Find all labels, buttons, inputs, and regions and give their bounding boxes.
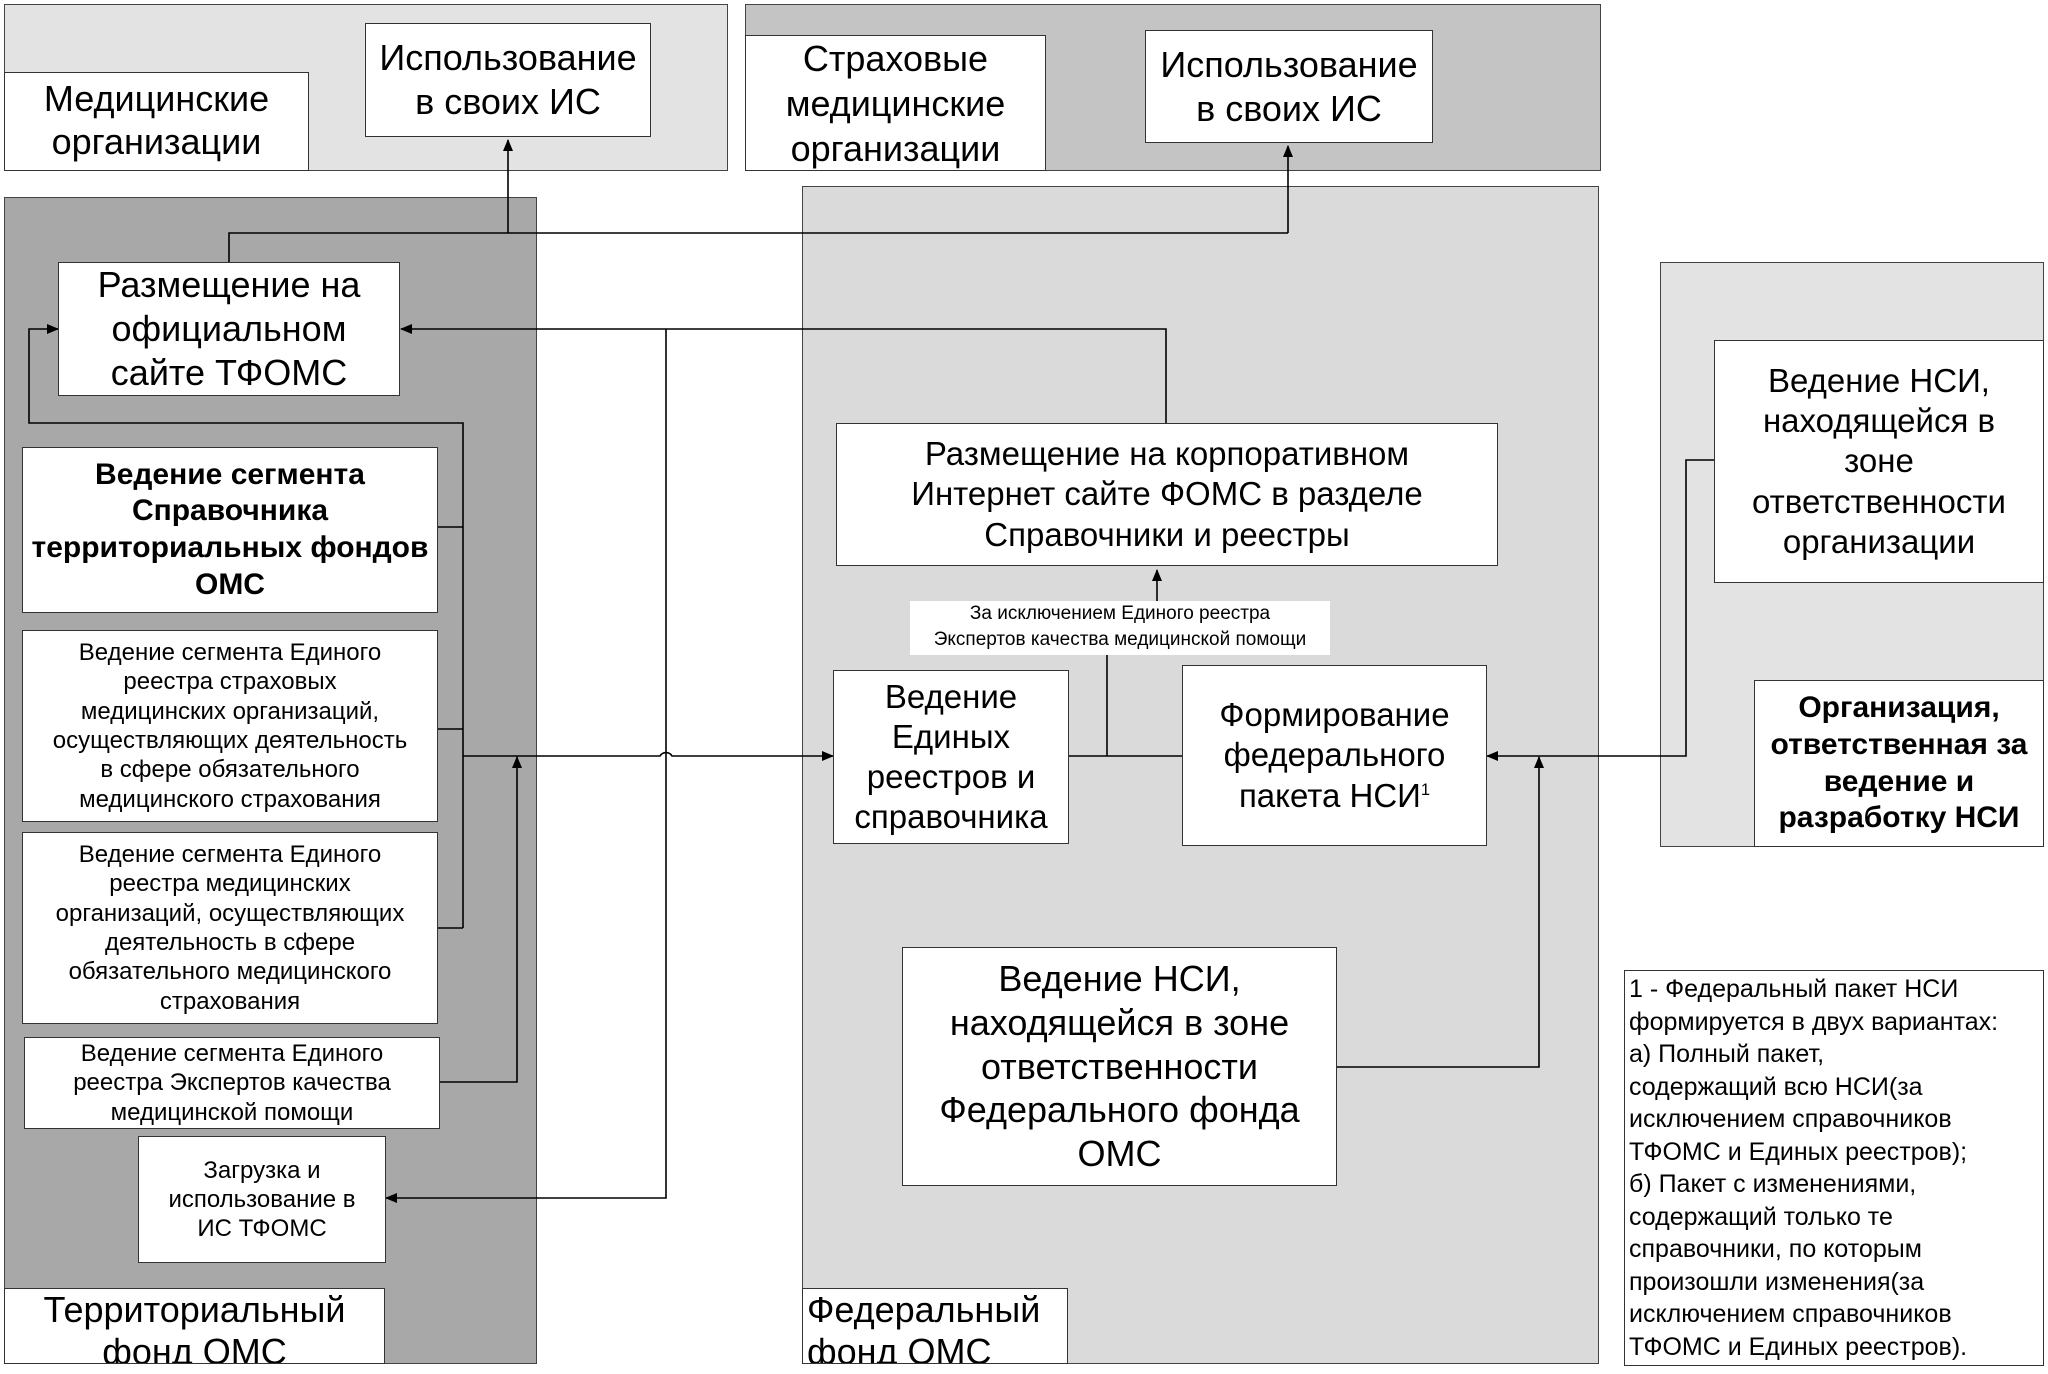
footnote-ref: 1 xyxy=(1420,780,1431,799)
tfoms-website: Размещение на официальном сайте ТФОМС xyxy=(58,262,400,396)
federal-nsi-package: Формирование федерального пакета НСИ1 xyxy=(1182,665,1487,846)
federal-nsi-package-text: Формирование федерального пакета НСИ xyxy=(1219,696,1450,814)
corporate-site-placement: Размещение на корпоративном Интернет сай… xyxy=(836,423,1498,566)
federal-nsi-maintenance: Ведение НСИ, находящейся в зоне ответств… xyxy=(902,947,1337,1186)
arrow-nsi-federal-to-package xyxy=(1337,756,1544,1068)
arrow-responsible-to-package xyxy=(1486,459,1714,761)
exception-note: За исключением Единого реестра Экспертов… xyxy=(910,601,1330,655)
medical-orgs-label: Медицинские организации xyxy=(4,72,309,171)
line-to-medical-is xyxy=(228,232,1288,262)
territorial-fund-label: Территориальный фонд ОМС xyxy=(4,1288,385,1364)
insurance-use-own-is: Использование в своих ИС xyxy=(1145,30,1433,143)
arrow-experts-up xyxy=(440,756,522,1083)
unified-registries-maintenance: Ведение Единых реестров и справочника xyxy=(833,670,1069,844)
segment-experts-registry: Ведение сегмента Единого реестра Эксперт… xyxy=(24,1037,440,1129)
arrow-to-unified-registries xyxy=(463,751,834,761)
org-nsi-maintenance: Ведение НСИ, находящейся в зоне ответств… xyxy=(1714,340,2044,583)
segment-smo-registry: Ведение сегмента Единого реестра страхов… xyxy=(22,630,438,822)
load-use-tfoms-is: Загрузка и использование в ИС ТФОМС xyxy=(138,1136,386,1263)
arrow-to-load-use xyxy=(385,329,667,1203)
insurance-orgs-label: Страховые медицинские организации xyxy=(745,35,1046,171)
footnote-box: 1 - Федеральный пакет НСИ формируется в … xyxy=(1624,970,2044,1366)
arrow-corp-to-tfoms-site xyxy=(400,324,1167,423)
segment-mo-registry: Ведение сегмента Единого реестра медицин… xyxy=(22,832,438,1024)
arrow-to-corporate-site xyxy=(1106,569,1162,756)
responsible-org-label: Организация, ответственная за ведение и … xyxy=(1754,680,2044,847)
segment-tfoms-directory: Ведение сегмента Справочника территориал… xyxy=(22,447,438,613)
federal-fund-label: Федеральный фонд ОМС xyxy=(802,1288,1068,1364)
arrow-loop-to-tfoms-site xyxy=(28,324,464,527)
medical-use-own-is: Использование в своих ИС xyxy=(365,23,651,137)
